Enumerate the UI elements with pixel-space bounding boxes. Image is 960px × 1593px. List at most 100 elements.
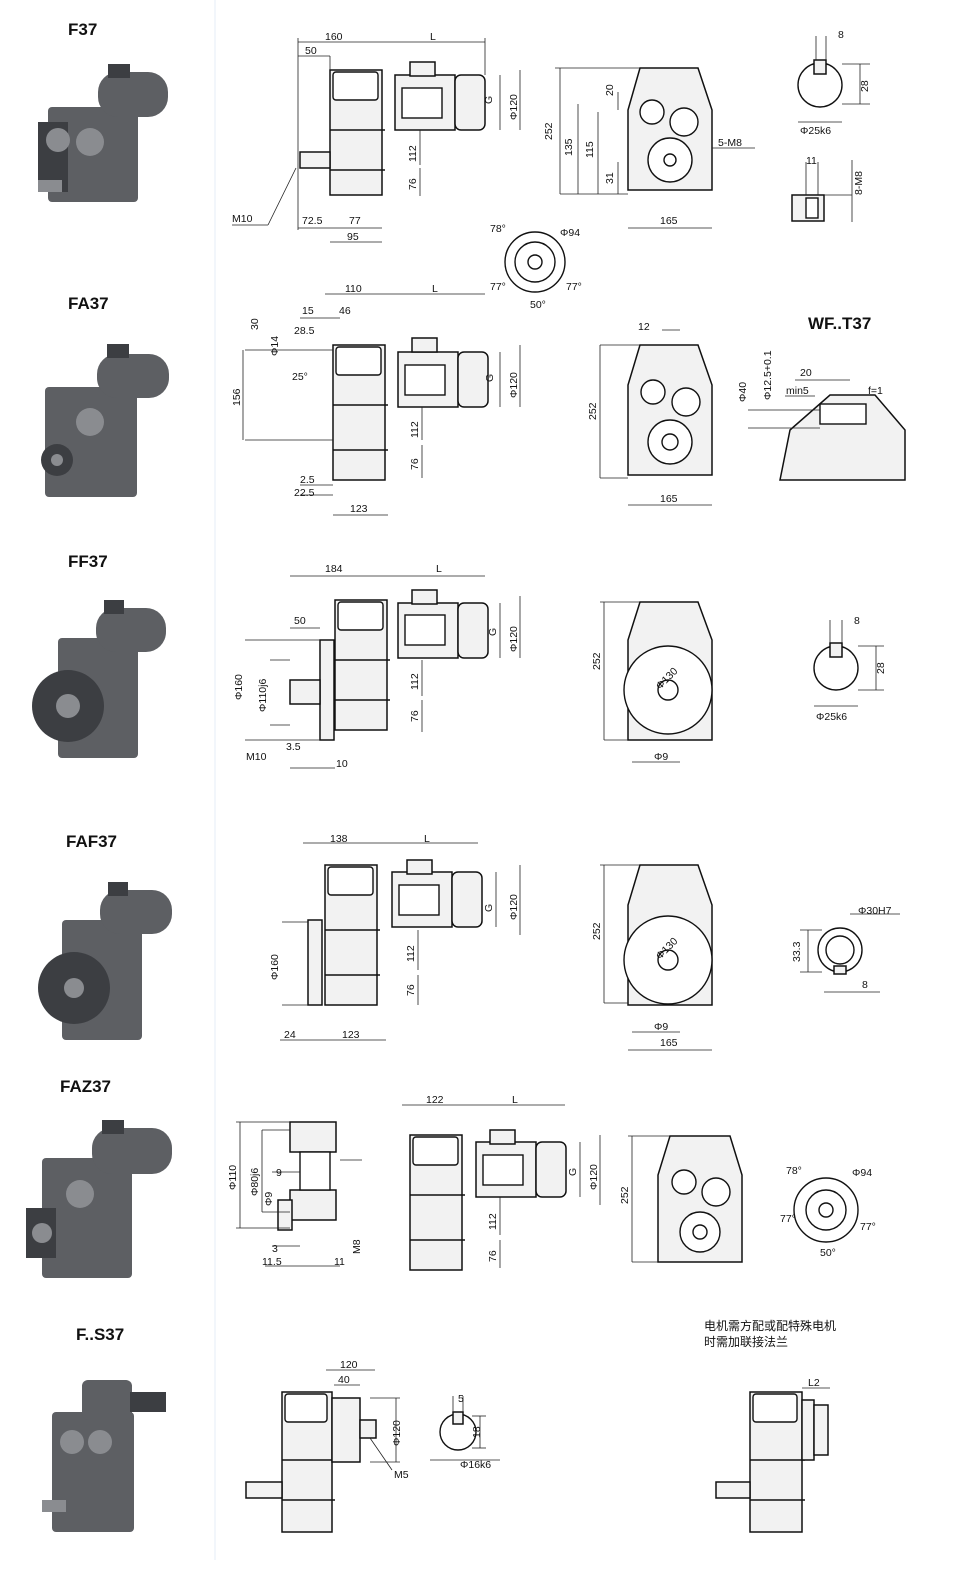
dim-f37-5m8: 5-M8 — [718, 137, 742, 149]
dim-f37-8m8: 8-M8 — [853, 171, 865, 195]
dim-faz37-3: 3 — [272, 1243, 278, 1255]
dim-fa37-l: L — [432, 283, 438, 295]
dim-ff37-l: L — [436, 563, 442, 575]
f37-side-view: 160 L 50 G Φ120 112 76 M10 72.5 77 95 — [232, 31, 521, 243]
dim-f37-77: 77 — [349, 215, 361, 227]
dim-fa37-156: 156 — [231, 388, 243, 406]
dim-f37-135: 135 — [563, 138, 575, 156]
dim-wft37-phi12-5: Φ12.5+0.1 — [762, 350, 774, 400]
model-title-wft37: WF..T37 — [808, 314, 872, 333]
dim-ff37-112: 112 — [409, 673, 421, 690]
dim-faz37-phi110: Φ110 — [227, 1165, 239, 1190]
dim-ff37-phi9: Φ9 — [654, 751, 668, 763]
dim-faf37-g: G — [483, 904, 495, 912]
dim-ff37-76: 76 — [409, 710, 421, 722]
dim-f37-76: 76 — [407, 178, 419, 190]
model-title-faz37: FAZ37 — [60, 1077, 112, 1096]
dim-f37-50: 50 — [305, 45, 317, 57]
dim-faz37-phi94: Φ94 — [852, 1167, 872, 1179]
fs37-flange-motor-view: L2 — [715, 1377, 830, 1533]
dim-faf37-252: 252 — [591, 922, 603, 940]
model-title-fs37: F..S37 — [76, 1325, 125, 1344]
dim-fa37-123: 123 — [350, 503, 368, 515]
dim-faz37-phi80j6: Φ80j6 — [249, 1168, 261, 1196]
dim-f37-72-5: 72.5 — [302, 215, 323, 227]
fa37-side-view: 110 L 15 46 30 Φ14 28.5 25° 156 G Φ120 1… — [231, 283, 521, 516]
motor-note-line-1: 电机需方配或配特殊电机 — [704, 1319, 837, 1333]
dim-f37-8: 8 — [838, 29, 844, 41]
dim-faz37-phi120: Φ120 — [588, 1164, 600, 1190]
ff37-shaft-detail: 8 28 Φ25k6 — [813, 615, 887, 723]
fs37-side-view: 120 40 Φ120 M5 — [245, 1359, 409, 1533]
dim-ff37-phi160: Φ160 — [233, 674, 245, 700]
fa37-front-view: 252 12 165 — [587, 321, 713, 506]
dim-fa37-252: 252 — [587, 402, 599, 420]
motor-note: 电机需方配或配特殊电机 时需加联接法兰 — [704, 1318, 836, 1350]
dim-fa37-25deg: 25° — [292, 371, 308, 383]
dim-ff37-252: 252 — [591, 652, 603, 670]
dim-faf37-165: 165 — [660, 1037, 678, 1049]
dim-f37-50deg: 50° — [530, 299, 546, 311]
dim-faz37-11-5: 11.5 — [262, 1256, 282, 1268]
dim-faz37-77deg-a: 77° — [780, 1213, 796, 1225]
dim-faz37-252: 252 — [619, 1186, 631, 1204]
dim-faf37-8: 8 — [862, 979, 868, 991]
dim-f37-20: 20 — [604, 84, 616, 96]
dim-ff37-184: 184 — [325, 563, 343, 575]
dim-fa37-110: 110 — [345, 283, 362, 295]
dim-f37-phi120: Φ120 — [508, 94, 520, 120]
dim-f37-31: 31 — [604, 172, 616, 184]
dim-f37-phi94: Φ94 — [560, 227, 580, 239]
dim-faz37-11: 11 — [334, 1256, 345, 1268]
dim-fs37-18: 18 — [471, 1426, 483, 1438]
dim-f37-252: 252 — [543, 122, 555, 140]
dim-ff37-phi120: Φ120 — [508, 626, 520, 652]
faz37-front-view: 252 — [619, 1135, 743, 1263]
faf37-side-view: 138 L G Φ120 Φ160 112 76 24 123 — [269, 833, 521, 1041]
faf37-shaft-detail: Φ30H7 33.3 8 — [791, 905, 900, 993]
photo-ff37 — [32, 600, 166, 758]
dim-fa37-30: 30 — [249, 318, 261, 330]
dim-faf37-l: L — [424, 833, 430, 845]
dim-f37-95: 95 — [347, 231, 359, 243]
dim-f37-165: 165 — [660, 215, 678, 227]
dim-ff37-10: 10 — [336, 758, 348, 770]
model-title-f37: F37 — [68, 20, 98, 39]
dim-fa37-g: G — [484, 374, 496, 382]
ff37-front-view: 252 Φ130 Φ9 — [591, 601, 713, 763]
dim-fs37-120: 120 — [340, 1359, 358, 1371]
dim-ff37-8: 8 — [854, 615, 860, 627]
dim-fa37-112: 112 — [409, 421, 421, 438]
fs37-shaft-detail: 5 18 Φ16k6 — [430, 1393, 500, 1471]
dim-f37-g: G — [483, 96, 495, 104]
dim-fa37-2-5: 2.5 — [300, 474, 315, 486]
dim-faf37-123: 123 — [342, 1029, 360, 1041]
dim-f37-m10: M10 — [232, 213, 253, 225]
dim-faz37-phi9: Φ9 — [263, 1192, 275, 1206]
faz37-detail-view: Φ110 Φ80j6 9 Φ9 M8 3 11.5 11 — [227, 1121, 363, 1268]
dim-faf37-76: 76 — [405, 984, 417, 996]
photo-fs37 — [42, 1380, 166, 1532]
f37-front-view: 252 20 135 115 31 5-M8 165 — [543, 67, 755, 229]
dim-fa37-12: 12 — [638, 321, 650, 333]
motor-note-line-2: 时需加联接法兰 — [704, 1335, 789, 1349]
faz37-side-view: 122 L G Φ120 112 76 — [402, 1094, 601, 1271]
dim-f37-77deg-a: 77° — [490, 281, 506, 293]
dim-wft37-20: 20 — [800, 367, 812, 379]
dim-faz37-122: 122 — [426, 1094, 444, 1106]
dim-fa37-165: 165 — [660, 493, 678, 505]
dim-wft37-f1: f=1 — [868, 385, 883, 397]
dim-faf37-33-3: 33.3 — [791, 941, 803, 962]
dim-faf37-112: 112 — [405, 945, 417, 962]
faf37-front-view: 252 Φ130 Φ9 165 — [591, 864, 713, 1051]
dim-f37-77deg-b: 77° — [566, 281, 582, 293]
dim-faf37-phi120: Φ120 — [508, 894, 520, 920]
photo-f37 — [38, 64, 168, 202]
dim-faf37-phi9: Φ9 — [654, 1021, 668, 1033]
dim-faz37-g: G — [567, 1168, 579, 1176]
photo-fa37 — [41, 344, 169, 497]
dim-fs37-phi120: Φ120 — [391, 1420, 403, 1446]
dim-faz37-50deg: 50° — [820, 1247, 836, 1259]
dim-wft37-phi40: Φ40 — [737, 382, 749, 402]
